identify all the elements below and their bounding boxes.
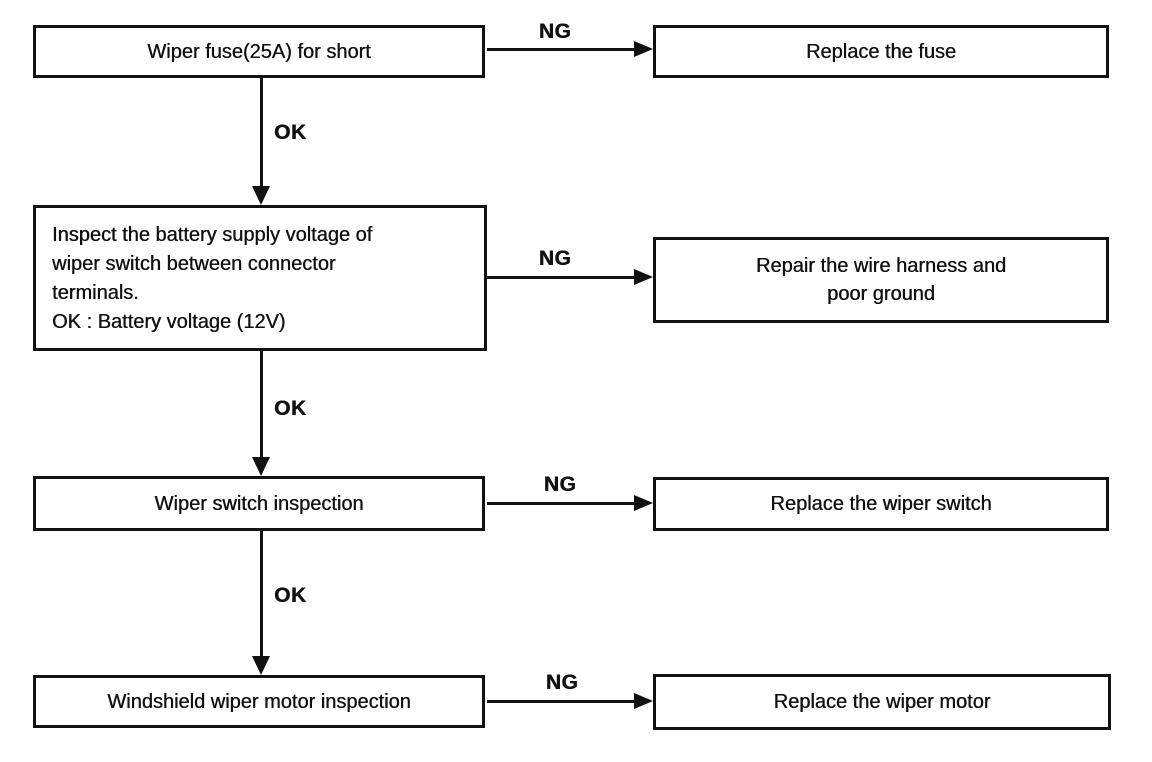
step-box-wiper-motor: Windshield wiper motor inspection (33, 675, 485, 728)
ng-label-2: NG (538, 247, 572, 270)
ok-arrow-line-1 (260, 78, 263, 188)
ok-label-2: OK (274, 397, 307, 420)
ok-arrow-line-3 (260, 531, 263, 657)
step-box-battery-voltage: Inspect the battery supply voltage of wi… (33, 205, 487, 351)
result-box-replace-motor: Replace the wiper motor (653, 674, 1111, 730)
result-box-replace-fuse: Replace the fuse (653, 25, 1109, 78)
result-box-repair-harness: Repair the wire harness and poor ground (653, 237, 1109, 323)
ng-label-4: NG (545, 671, 579, 694)
ok-arrow-line-2 (260, 351, 263, 458)
ok-arrowhead-icon-3 (252, 656, 270, 675)
ng-arrow-line-2 (487, 276, 635, 279)
ok-arrowhead-icon-1 (252, 186, 270, 205)
ng-label-1: NG (538, 20, 572, 43)
ng-arrowhead-icon-3 (634, 495, 653, 511)
ok-label-1: OK (274, 121, 307, 144)
ng-arrowhead-icon-2 (634, 269, 653, 285)
ng-arrow-line-3 (487, 502, 635, 505)
ng-arrowhead-icon-4 (634, 693, 653, 709)
ng-arrow-line-4 (487, 700, 635, 703)
step-box-wiper-switch: Wiper switch inspection (33, 476, 485, 531)
ng-label-3: NG (543, 473, 577, 496)
step-box-wiper-fuse: Wiper fuse(25A) for short (33, 25, 485, 78)
ng-arrow-line-1 (487, 48, 635, 51)
ok-arrowhead-icon-2 (252, 457, 270, 476)
result-box-replace-switch: Replace the wiper switch (653, 477, 1109, 531)
ok-label-3: OK (274, 584, 307, 607)
ng-arrowhead-icon-1 (634, 41, 653, 57)
